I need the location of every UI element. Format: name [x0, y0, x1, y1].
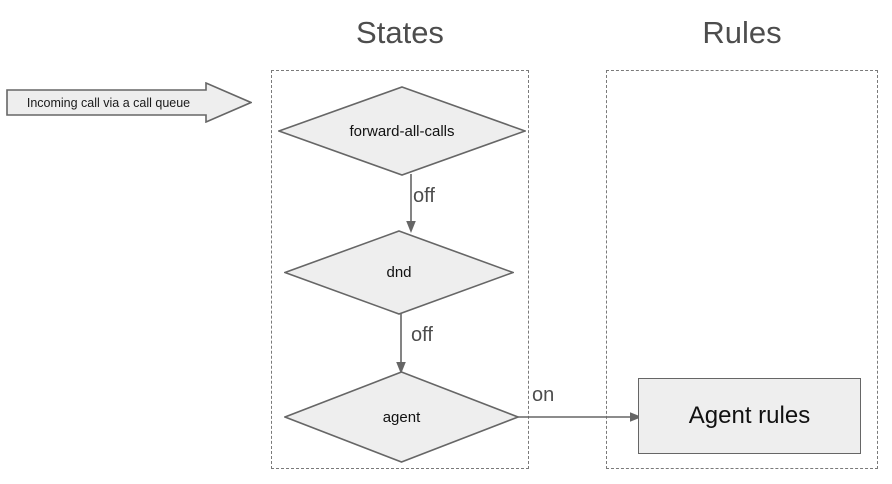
edge-agent-to-agent-rules: [517, 408, 643, 426]
incoming-call-label: Incoming call via a call queue: [26, 95, 191, 110]
states-column-title: States: [356, 15, 444, 50]
rules-group-container: [606, 70, 878, 469]
state-node-dnd[interactable]: dnd: [284, 230, 514, 315]
incoming-call-arrow-block: Incoming call via a call queue: [6, 82, 252, 123]
states-group-container: [271, 70, 529, 469]
edge-label-forward-all-calls-off: off: [413, 185, 435, 207]
edge-forward-all-calls-to-dnd: [404, 174, 418, 234]
edge-dnd-to-agent: [394, 313, 408, 375]
rule-node-agent-rules[interactable]: Agent rules: [638, 378, 861, 454]
rules-column-title: Rules: [702, 15, 782, 50]
rule-label-agent-rules: Agent rules: [688, 402, 811, 429]
state-node-agent[interactable]: agent: [284, 371, 519, 463]
edge-label-dnd-off: off: [411, 324, 433, 346]
state-node-forward-all-calls[interactable]: forward-all-calls: [278, 86, 526, 176]
edge-label-agent-on: on: [532, 384, 555, 406]
